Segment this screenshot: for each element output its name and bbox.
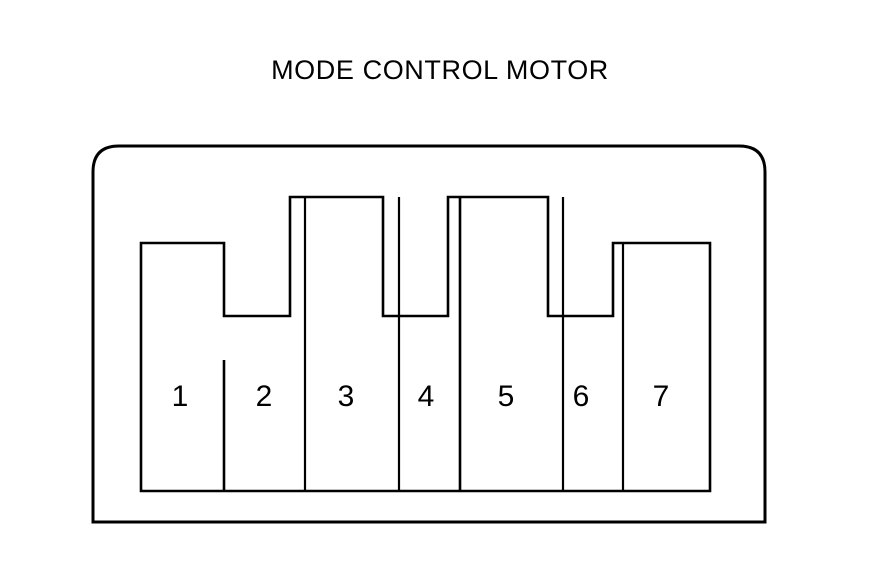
pin-number-3: 3 — [338, 380, 355, 413]
pin-number-4: 4 — [418, 380, 435, 413]
page-title: MODE CONTROL MOTOR — [271, 55, 609, 85]
pin-number-7: 7 — [653, 380, 670, 413]
pin-number-6: 6 — [573, 380, 590, 413]
pin-number-2: 2 — [256, 380, 273, 413]
cavity-divider-group — [222, 197, 625, 491]
pin-number-5: 5 — [498, 380, 515, 413]
terminal-cavity-block-outline — [139, 195, 712, 493]
pin-number-1: 1 — [172, 380, 189, 413]
pin-number-group: 1 2 3 4 5 6 7 — [172, 380, 670, 413]
connector-shell-outline — [91, 144, 767, 524]
